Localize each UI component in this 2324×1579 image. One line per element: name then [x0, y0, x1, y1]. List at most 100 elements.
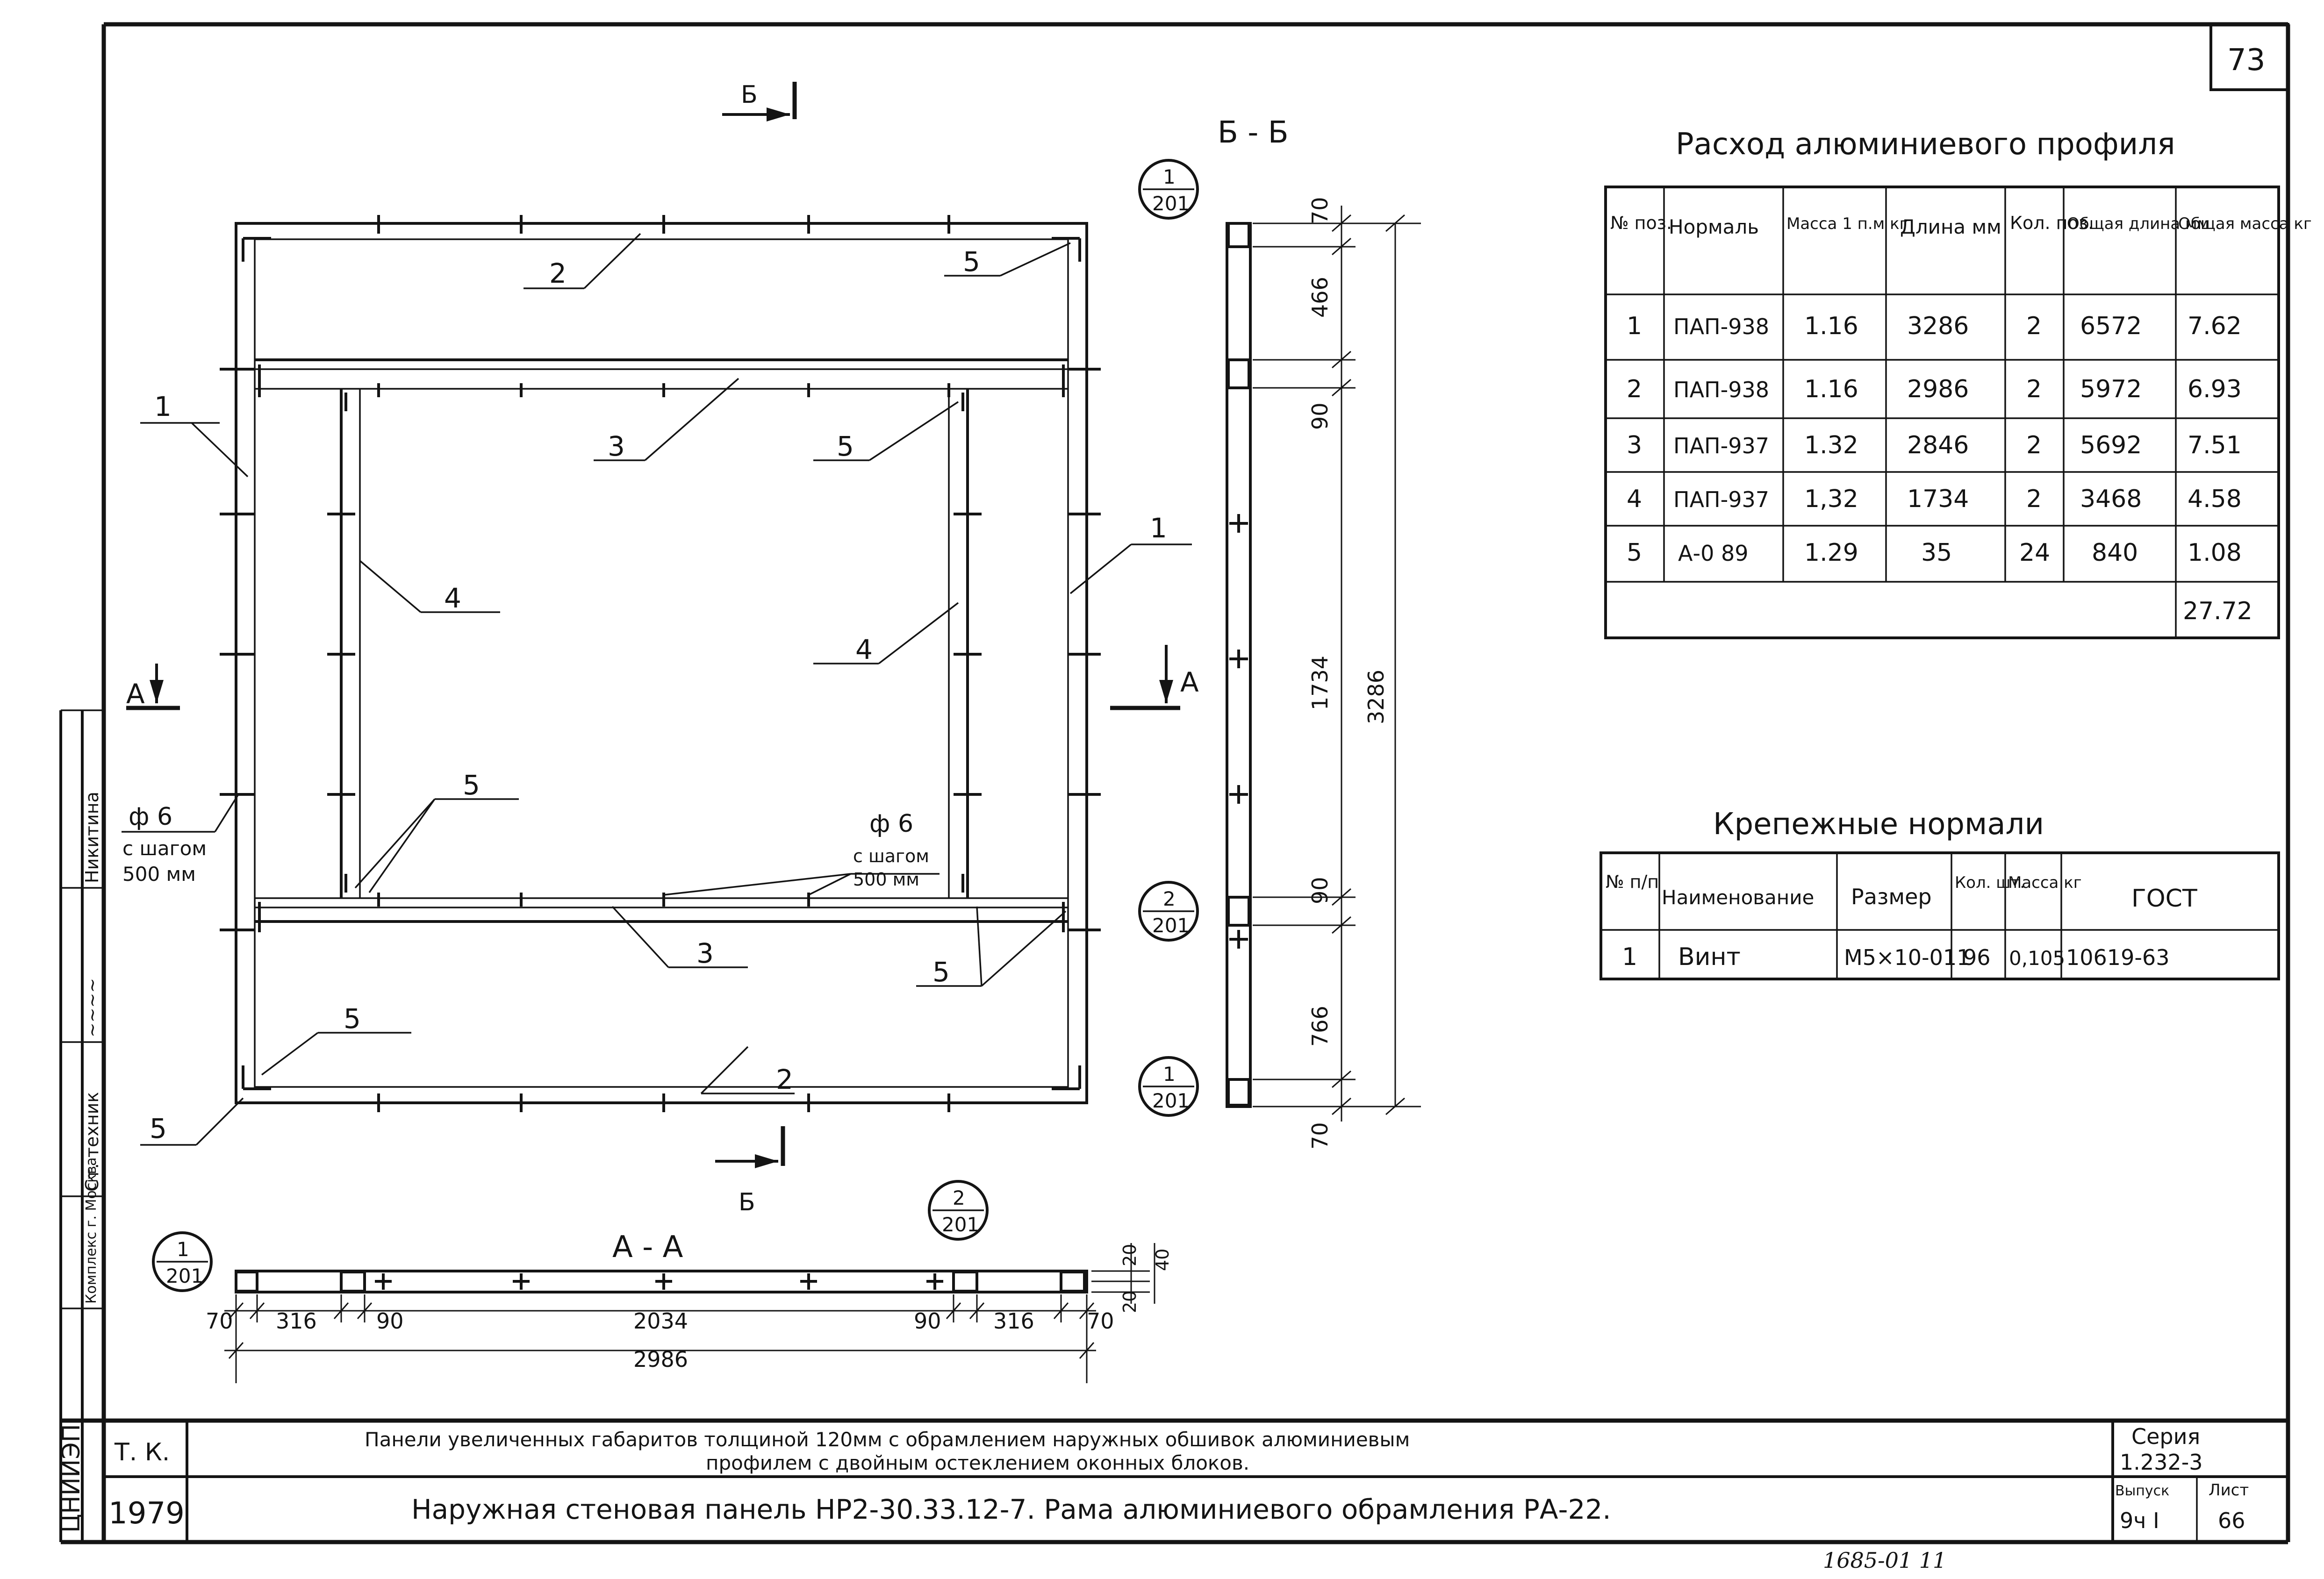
table-cell: 2	[2026, 431, 2042, 459]
section-bb-dim-70-bottom: 70	[1307, 1122, 1333, 1150]
table-cell: М5×10-011	[1844, 945, 1970, 970]
side-strip-city: Комплекс г. Москва	[83, 1157, 100, 1304]
profile-header-pos: № поз.	[1610, 213, 1672, 233]
section-aa-dim-90-right: 90	[914, 1308, 941, 1334]
title-block-series-value: 1.232-3	[2120, 1450, 2203, 1475]
section-marker-a-right: А	[1180, 666, 1199, 698]
title-block-title: Наружная стеновая панель НР2-30.33.12-7.…	[411, 1493, 1611, 1525]
table-cell: 2	[2026, 375, 2042, 403]
side-strip	[59, 709, 104, 1542]
pitch-note-left-line2: с шагом	[122, 837, 207, 860]
label-part-5-corner: 5	[150, 1113, 167, 1144]
section-aa-dim-316-right: 316	[993, 1308, 1034, 1334]
table-cell: 2	[2026, 312, 2042, 340]
section-bb-drawing	[1226, 206, 1421, 1122]
pitch-note-mid-line2: с шагом	[853, 846, 929, 866]
callout-aa-2-num: 2	[953, 1186, 965, 1209]
table-cell: 5972	[2080, 375, 2142, 403]
callout-aa-2-den: 201	[942, 1213, 979, 1236]
section-aa-dim-2034: 2034	[633, 1308, 688, 1334]
table-cell: 96	[1963, 945, 1991, 970]
table-cell: 1	[1627, 312, 1642, 340]
callout-bb-3-num: 1	[1163, 1063, 1176, 1086]
table-cell: 2986	[1907, 375, 1969, 403]
table-cell: ПАП-937	[1673, 433, 1769, 458]
fastener-table-headers: № п/п Наименование Размер Кол. шт. Масса…	[1606, 872, 2197, 913]
pitch-note-mid-line3: 500 мм	[853, 869, 919, 890]
section-bb-dim-90-bottom: 90	[1307, 877, 1333, 904]
label-part-5-mid: 5	[837, 430, 854, 462]
fastener-table-title: Крепежные нормали	[1713, 807, 2044, 842]
section-aa-dim-70-left: 70	[206, 1308, 233, 1334]
section-bb-dim-466: 466	[1307, 277, 1333, 318]
side-strip-role: Ст. техник	[82, 1092, 102, 1192]
table-cell: 1734	[1907, 485, 1969, 513]
table-cell: 3468	[2080, 485, 2142, 513]
section-aa-side-dim-40: 40	[1152, 1249, 1173, 1271]
table-cell: 1.32	[1804, 431, 1858, 459]
side-strip-signature: ~~~~	[82, 978, 102, 1037]
table-row: 4 ПАП-937 1,32 1734 2 3468 4.58	[1627, 485, 2242, 513]
section-marker-a-left: А	[126, 678, 145, 710]
sheet-frame	[61, 22, 2290, 1544]
table-cell: 24	[2019, 539, 2050, 567]
callout-aa-1	[152, 1231, 213, 1292]
table-cell: А-0 89	[1678, 541, 1749, 566]
title-block-issue-label: Выпуск	[2115, 1483, 2169, 1499]
callout-bb-2	[1138, 881, 1199, 942]
archive-stamp: 1685-01 11	[1823, 1548, 1946, 1573]
table-row: 3 ПАП-937 1.32 2846 2 5692 7.51	[1627, 431, 2242, 459]
title-block-year: 1979	[108, 1496, 185, 1531]
fastener-header-name: Наименование	[1662, 886, 1814, 909]
table-cell: ПАП-938	[1673, 314, 1769, 339]
table-row: 1 Винт М5×10-011 96 0,105 10619-63	[1622, 943, 2169, 971]
section-bb-dim-766: 766	[1307, 1006, 1333, 1047]
table-cell: ПАП-938	[1673, 377, 1769, 402]
title-block-sheet-value: 66	[2218, 1508, 2245, 1533]
section-aa-dim-70-right: 70	[1087, 1308, 1114, 1334]
table-cell: ПАП-937	[1673, 487, 1769, 512]
label-part-2-top: 2	[549, 257, 567, 289]
profile-table-total: 27.72	[2183, 597, 2252, 625]
table-cell: 2	[1627, 375, 1642, 403]
table-cell: 3286	[1907, 312, 1969, 340]
table-cell: 0,105	[2009, 947, 2065, 970]
table-cell: 5	[1627, 539, 1642, 567]
table-row: 5 А-0 89 1.29 35 24 840 1.08	[1627, 539, 2242, 567]
callout-bb-1-num: 1	[1163, 165, 1176, 188]
table-cell: 7.51	[2188, 431, 2242, 459]
profile-header-total-length: Общая длина мм	[2067, 214, 2209, 233]
section-bb-dim-90-top: 90	[1307, 402, 1333, 430]
side-strip-org: ЦНИИЭП	[57, 1424, 86, 1533]
table-cell: 1.16	[1804, 375, 1858, 403]
section-aa-dim-90-left: 90	[376, 1308, 404, 1334]
section-aa-side-dim-20-bottom: 20	[1119, 1291, 1140, 1313]
label-part-4-left: 4	[444, 582, 461, 614]
fastener-header-gost: ГОСТ	[2131, 885, 2197, 913]
title-block-sheet-label: Лист	[2209, 1481, 2249, 1500]
table-cell: 2846	[1907, 431, 1969, 459]
table-cell: 6.93	[2188, 375, 2242, 403]
callout-bb-2-num: 2	[1163, 887, 1176, 910]
section-markers	[126, 82, 1180, 1168]
title-block-subtitle-line2: профилем с двойным остеклением оконных б…	[706, 1451, 1249, 1474]
table-cell: 1	[1622, 943, 1637, 971]
table-cell: 3	[1627, 431, 1642, 459]
table-cell: 840	[2092, 539, 2138, 567]
table-cell: 1.08	[2188, 539, 2242, 567]
fastener-table-grid	[1600, 851, 2280, 980]
table-cell: 5692	[2080, 431, 2142, 459]
table-cell: 1.16	[1804, 312, 1858, 340]
label-part-2-bottom: 2	[776, 1064, 793, 1095]
fastener-header-num: № п/п	[1606, 872, 1659, 892]
fastener-header-count: Кол. шт.	[1955, 873, 2025, 892]
table-cell: 6572	[2080, 312, 2142, 340]
label-part-5-bottomleft: 5	[344, 1003, 361, 1035]
fastener-header-mass: Масса кг	[2008, 873, 2082, 892]
callout-aa-1-num: 1	[177, 1238, 189, 1261]
profile-header-count: Кол. поз.	[2010, 213, 2094, 233]
callout-bb-1-den: 201	[1152, 192, 1190, 215]
table-row: 2 ПАП-938 1.16 2986 2 5972 6.93	[1627, 375, 2242, 403]
pitch-note-left-line1: ф 6	[129, 803, 172, 831]
